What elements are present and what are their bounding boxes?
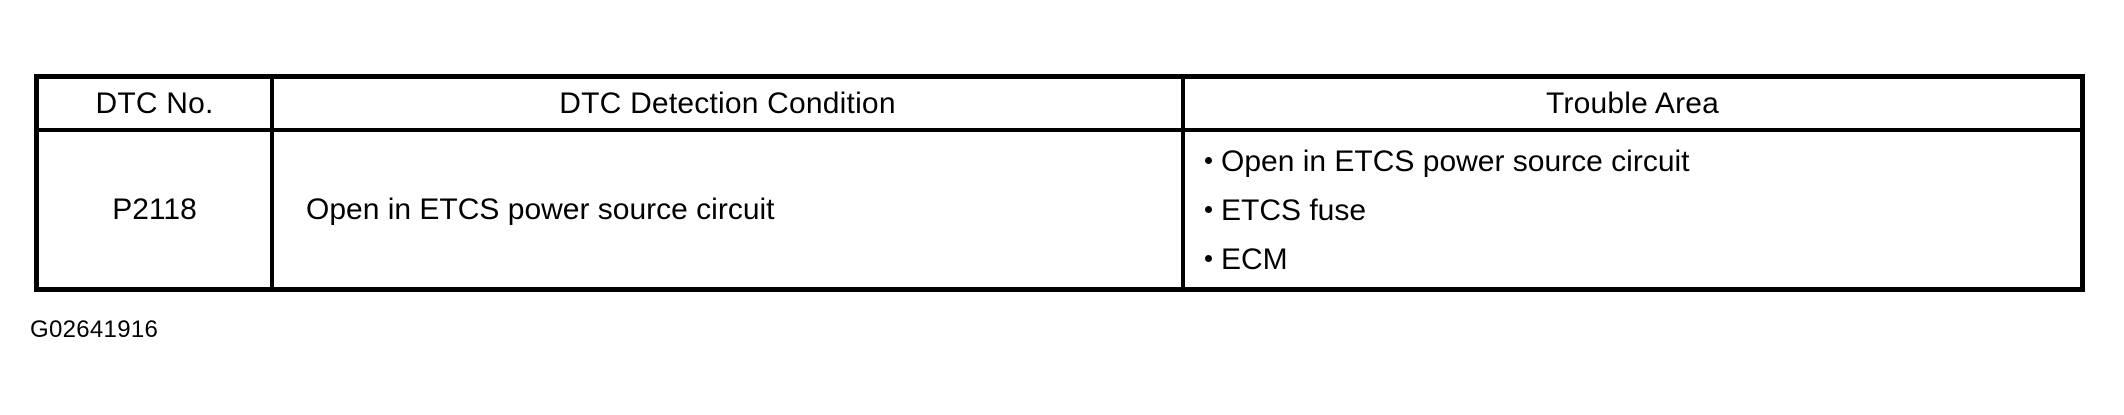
column-header-trouble-area: Trouble Area (1185, 79, 2080, 128)
bullet-dot-icon (1205, 255, 1212, 262)
list-item: Open in ETCS power source circuit (1205, 137, 2100, 186)
cell-dtc-no: P2118 (39, 132, 274, 287)
bullet-dot-icon (1205, 157, 1212, 164)
trouble-area-item-label: ECM (1221, 243, 1288, 276)
list-item: ECM (1205, 235, 2100, 284)
column-header-dtc-no-label: DTC No. (95, 86, 214, 120)
trouble-area-item-label: Open in ETCS power source circuit (1221, 145, 1690, 178)
bullet-dot-icon (1205, 206, 1212, 213)
list-item: ETCS fuse (1205, 186, 2100, 235)
table-row: P2118 Open in ETCS power source circuit … (39, 132, 2080, 287)
dtc-table: DTC No. DTC Detection Condition Trouble … (34, 74, 2085, 292)
cell-trouble-area: Open in ETCS power source circuit ETCS f… (1185, 132, 2080, 287)
figure-caption: G02641916 (30, 316, 159, 343)
column-header-dtc-detection-condition-label: DTC Detection Condition (559, 86, 896, 120)
column-header-dtc-no: DTC No. (39, 79, 274, 128)
dtc-code-value: P2118 (112, 192, 197, 226)
column-header-trouble-area-label: Trouble Area (1545, 86, 1720, 120)
table-header-row: DTC No. DTC Detection Condition Trouble … (39, 79, 2080, 132)
trouble-area-item-label: ETCS fuse (1221, 194, 1367, 227)
dtc-detection-condition-value: Open in ETCS power source circuit (306, 192, 775, 226)
column-header-dtc-detection-condition: DTC Detection Condition (274, 79, 1185, 128)
trouble-area-list: Open in ETCS power source circuit ETCS f… (1185, 137, 2100, 284)
cell-dtc-detection-condition: Open in ETCS power source circuit (274, 132, 1185, 287)
